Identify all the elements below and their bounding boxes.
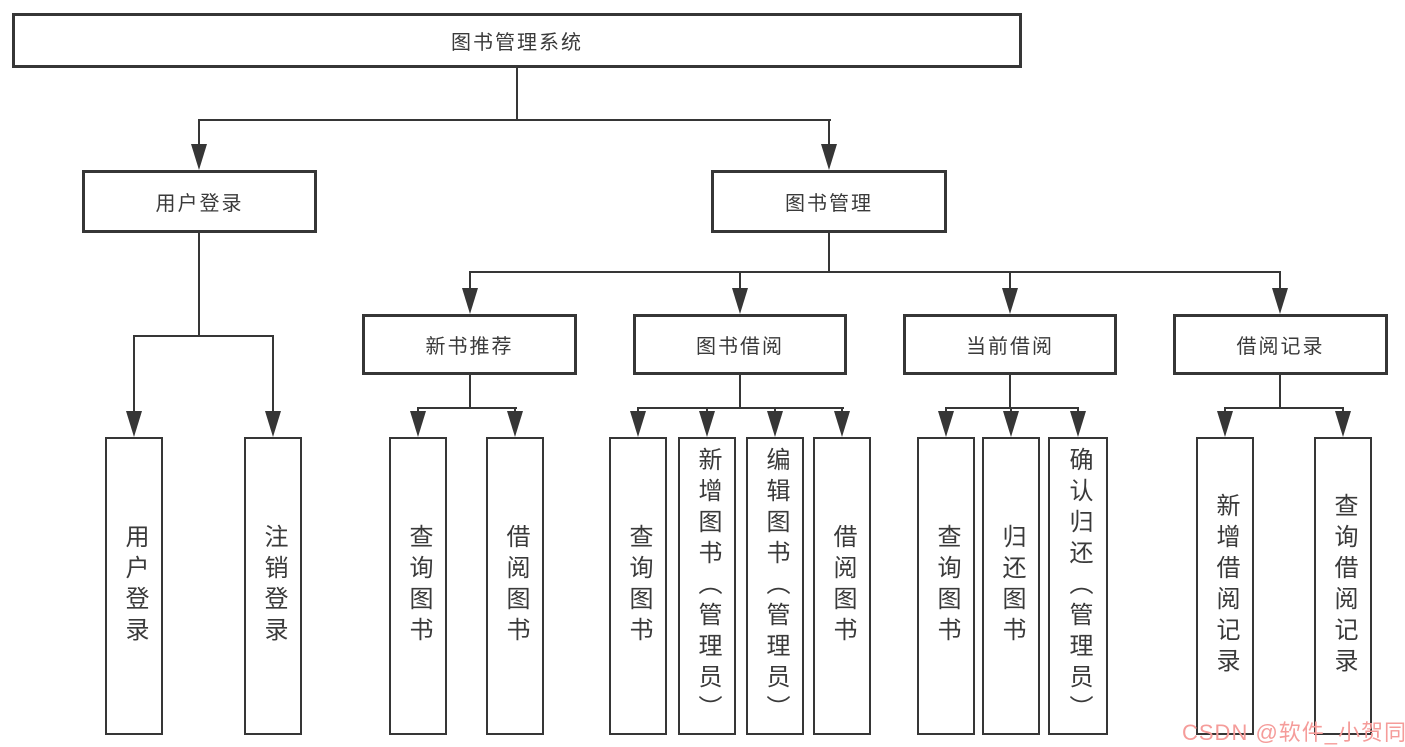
node-new-book-recommend: 新书推荐 — [362, 314, 577, 375]
connector-drop — [945, 407, 947, 413]
arrow-down-icon — [126, 411, 142, 437]
arrow-down-icon — [767, 411, 783, 437]
leaf-add-book-admin: 新增图书（管理员） — [678, 437, 736, 735]
connector-userlogin-stem — [198, 233, 200, 336]
leaf-query-books-current-label: 查询图书 — [933, 524, 960, 648]
connector-drop — [133, 335, 135, 412]
connector-stem — [1279, 375, 1281, 408]
node-user-login: 用户登录 — [82, 170, 317, 233]
connector-drop — [637, 407, 639, 413]
connector-drop — [706, 407, 708, 413]
connector-stem — [739, 375, 741, 408]
leaf-borrow-books-borrow-label: 借阅图书 — [829, 524, 856, 648]
arrow-down-icon — [191, 144, 207, 170]
leaf-confirm-return-admin-label: 确认归还（管理员） — [1065, 446, 1092, 726]
leaf-add-book-admin-label: 新增图书（管理员） — [694, 446, 721, 726]
connector-drop — [1009, 271, 1011, 289]
connector-drop — [417, 407, 419, 413]
connector-drop — [1342, 407, 1344, 413]
connector-root-stem — [516, 68, 518, 119]
connector-drop — [828, 119, 830, 146]
connector-drop — [1077, 407, 1079, 413]
node-book-borrow: 图书借阅 — [633, 314, 847, 375]
connector-level3-branch — [469, 271, 1281, 273]
node-borrow-records-label: 借阅记录 — [1236, 336, 1325, 358]
connector-drop — [469, 271, 471, 289]
node-user-login-label: 用户登录 — [155, 193, 244, 215]
connector-drop — [841, 407, 843, 413]
arrow-down-icon — [732, 288, 748, 314]
leaf-logout: 注销登录 — [244, 437, 302, 735]
arrow-down-icon — [462, 288, 478, 314]
connector-bookmgmt-stem — [828, 233, 830, 272]
leaf-borrow-books-recommend-label: 借阅图书 — [502, 524, 529, 648]
arrow-down-icon — [630, 411, 646, 437]
node-current-borrow: 当前借阅 — [903, 314, 1117, 375]
arrow-down-icon — [1272, 288, 1288, 314]
leaf-add-borrow-record-label: 新增借阅记录 — [1212, 493, 1239, 679]
node-root-label: 图书管理系统 — [451, 32, 583, 54]
connector-drop — [514, 407, 516, 413]
connector-drop — [272, 335, 274, 412]
arrow-down-icon — [1002, 288, 1018, 314]
arrow-down-icon — [1003, 411, 1019, 437]
arrow-down-icon — [938, 411, 954, 437]
connector-branch — [417, 407, 517, 409]
leaf-user-login: 用户登录 — [105, 437, 163, 735]
arrow-down-icon — [821, 144, 837, 170]
leaf-query-borrow-record: 查询借阅记录 — [1314, 437, 1372, 735]
leaf-query-books-borrow-label: 查询图书 — [625, 524, 652, 648]
leaf-query-borrow-record-label: 查询借阅记录 — [1330, 493, 1357, 679]
connector-drop — [739, 271, 741, 289]
node-book-borrow-label: 图书借阅 — [696, 336, 784, 358]
connector-drop — [198, 119, 200, 146]
arrow-down-icon — [507, 411, 523, 437]
leaf-edit-book-admin-label: 编辑图书（管理员） — [762, 446, 789, 726]
connector-userlogin-branch — [133, 335, 274, 337]
arrow-down-icon — [1217, 411, 1233, 437]
node-borrow-records: 借阅记录 — [1173, 314, 1388, 375]
arrow-down-icon — [410, 411, 426, 437]
leaf-query-books-current: 查询图书 — [917, 437, 975, 735]
leaf-logout-label: 注销登录 — [260, 524, 287, 648]
connector-stem — [1009, 375, 1011, 408]
leaf-query-books-borrow: 查询图书 — [609, 437, 667, 735]
csdn-watermark: CSDN @软件_小贺同学 — [1182, 720, 1405, 745]
leaf-query-books-recommend: 查询图书 — [389, 437, 447, 735]
connector-stem — [469, 375, 471, 408]
arrow-down-icon — [699, 411, 715, 437]
connector-branch — [637, 407, 844, 409]
node-book-management: 图书管理 — [711, 170, 947, 233]
connector-branch — [945, 407, 1079, 409]
arrow-down-icon — [1335, 411, 1351, 437]
leaf-borrow-books-recommend: 借阅图书 — [486, 437, 544, 735]
leaf-user-login-label: 用户登录 — [121, 524, 148, 648]
leaf-add-borrow-record: 新增借阅记录 — [1196, 437, 1254, 735]
node-book-management-label: 图书管理 — [785, 193, 873, 215]
connector-drop — [1010, 407, 1012, 413]
connector-drop — [1279, 271, 1281, 289]
arrow-down-icon — [834, 411, 850, 437]
leaf-edit-book-admin: 编辑图书（管理员） — [746, 437, 804, 735]
arrow-down-icon — [1070, 411, 1086, 437]
connector-drop — [774, 407, 776, 413]
connector-drop — [1224, 407, 1226, 413]
arrow-down-icon — [265, 411, 281, 437]
leaf-return-book: 归还图书 — [982, 437, 1040, 735]
connector-level1-branch — [198, 119, 831, 121]
leaf-return-book-label: 归还图书 — [998, 524, 1025, 648]
node-current-borrow-label: 当前借阅 — [966, 336, 1054, 358]
node-root: 图书管理系统 — [12, 13, 1022, 68]
leaf-confirm-return-admin: 确认归还（管理员） — [1048, 437, 1108, 735]
node-new-book-recommend-label: 新书推荐 — [425, 336, 514, 358]
connector-branch — [1224, 407, 1344, 409]
leaf-query-books-recommend-label: 查询图书 — [405, 524, 432, 648]
leaf-borrow-books-borrow: 借阅图书 — [813, 437, 871, 735]
